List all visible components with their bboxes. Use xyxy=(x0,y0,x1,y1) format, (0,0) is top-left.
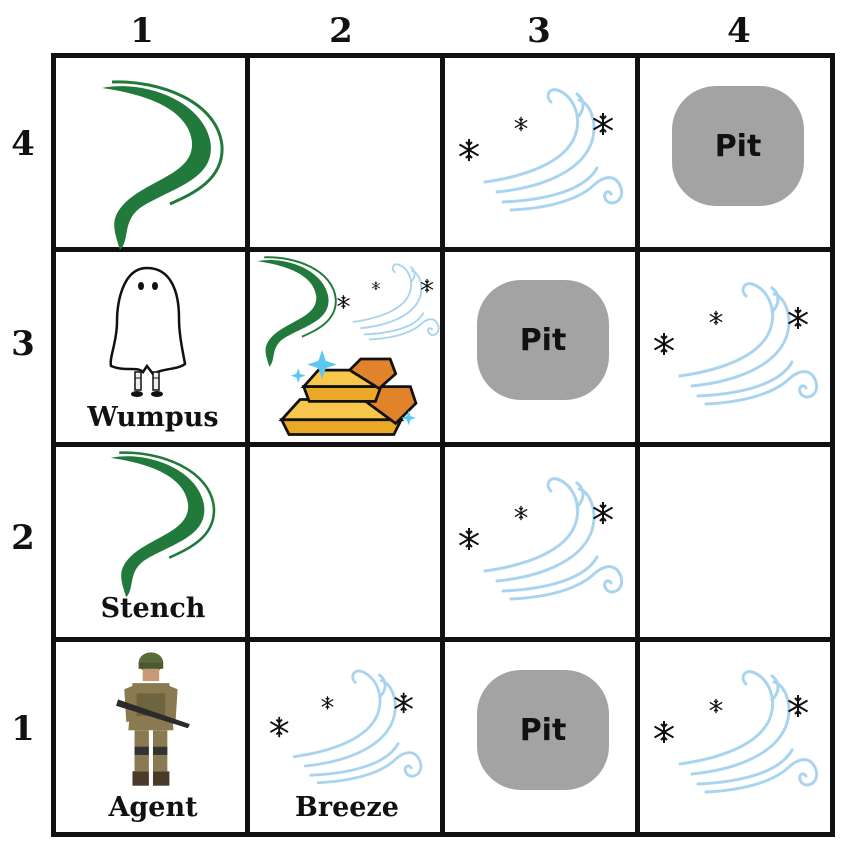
breeze-icon xyxy=(652,274,822,414)
row-label-2: 2 xyxy=(11,518,35,558)
stench-label: Stench xyxy=(100,593,206,624)
breeze-icon xyxy=(457,80,627,220)
cell-1-1[interactable]: Agent xyxy=(56,642,250,836)
cell-4-3[interactable] xyxy=(445,58,639,252)
cell-4-4[interactable]: Pit xyxy=(640,58,834,252)
cell-1-2[interactable]: Breeze xyxy=(250,642,444,836)
gold-icon xyxy=(280,348,418,436)
grid-divider xyxy=(56,637,830,642)
wumpus-ghost-icon xyxy=(109,266,187,399)
cell-2-3[interactable] xyxy=(445,447,639,641)
pit: Pit xyxy=(477,280,609,400)
breeze-icon xyxy=(262,662,432,792)
breeze-icon xyxy=(652,662,822,802)
cell-4-2[interactable] xyxy=(250,58,444,252)
cell-3-2[interactable] xyxy=(250,252,444,446)
breeze-icon xyxy=(457,469,627,609)
stench-icon xyxy=(109,451,216,599)
pit: Pit xyxy=(477,670,609,790)
cell-3-3[interactable]: Pit xyxy=(445,252,639,446)
cell-3-4[interactable] xyxy=(640,252,834,446)
agent-label: Agent xyxy=(108,792,198,823)
breeze-icon xyxy=(336,258,442,346)
wumpus-label: Wumpus xyxy=(87,402,219,433)
column-label-2: 2 xyxy=(329,11,353,51)
grid-divider xyxy=(56,442,830,447)
row-label-3: 3 xyxy=(11,324,35,364)
cell-1-4[interactable] xyxy=(640,642,834,836)
wumpus-world-grid: Pit Wumpus Pit Stench Agent Breeze Pit xyxy=(51,53,835,837)
breeze-label: Breeze xyxy=(295,792,399,823)
column-label-3: 3 xyxy=(527,11,551,51)
row-label-1: 1 xyxy=(11,709,35,749)
grid-divider xyxy=(56,247,830,252)
agent-soldier-icon xyxy=(116,652,190,786)
cell-1-3[interactable]: Pit xyxy=(445,642,639,836)
row-label-4: 4 xyxy=(11,124,35,164)
cell-3-1[interactable]: Wumpus xyxy=(56,252,250,446)
cell-2-2[interactable] xyxy=(250,447,444,641)
cell-4-1[interactable] xyxy=(56,58,250,252)
cell-2-4[interactable] xyxy=(640,447,834,641)
cell-2-1[interactable]: Stench xyxy=(56,447,250,641)
column-label-4: 4 xyxy=(727,11,751,51)
stench-icon xyxy=(100,80,224,252)
pit: Pit xyxy=(672,86,804,206)
column-label-1: 1 xyxy=(130,11,154,51)
